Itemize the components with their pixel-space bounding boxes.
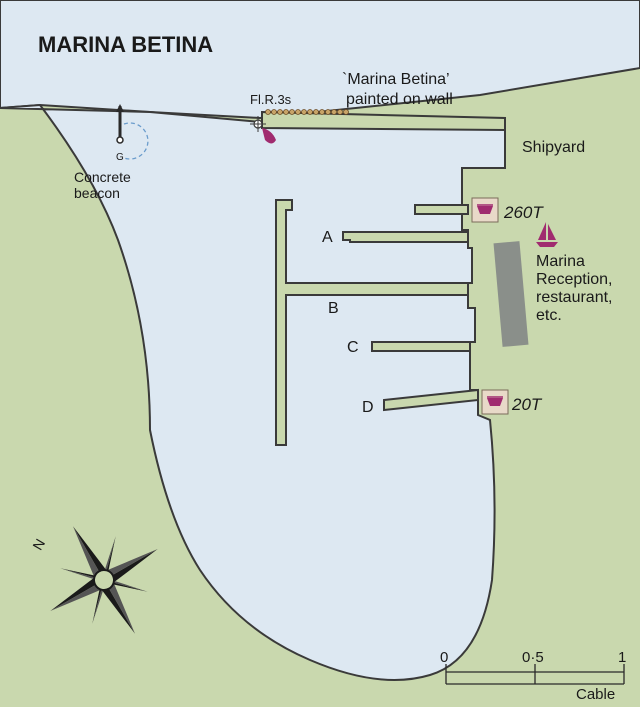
- pier-a-jetty: [342, 231, 469, 243]
- crane-260t-icon: [471, 197, 499, 223]
- breakwater-lights: [265, 109, 349, 115]
- crane-20t-icon: [481, 389, 509, 415]
- beacon-letter: G: [116, 152, 124, 163]
- marina-yacht-icon: [536, 222, 558, 247]
- pier-d-label: D: [362, 399, 374, 416]
- map-title: MARINA BETINA: [38, 32, 213, 57]
- crane-260t-label: 260T: [503, 203, 544, 222]
- reception-building: [493, 241, 529, 347]
- pier-c-label: C: [347, 339, 359, 356]
- beacon-label-line1: Concrete: [74, 169, 131, 185]
- scale-tick-half: 0·5: [522, 649, 544, 666]
- concrete-beacon-icon: [116, 104, 149, 160]
- reception-label-line2: Reception,: [536, 271, 613, 288]
- pier-b-label: B: [328, 300, 339, 317]
- reception-label-line3: restaurant,: [536, 289, 612, 306]
- scale-unit-label: Cable: [576, 686, 615, 703]
- beacon-label-line2: beacon: [74, 185, 120, 201]
- reception-label-line1: Marina: [536, 253, 585, 270]
- wall-label-line2: painted on wall: [346, 91, 453, 108]
- pier-d-jetty: [383, 388, 479, 412]
- scale-tick-1: 1: [618, 649, 626, 666]
- reception-label-line4: etc.: [536, 307, 562, 324]
- compass-rose: [50, 526, 158, 634]
- crane-20t-label: 20T: [511, 395, 543, 414]
- crane-jetty-upper: [414, 204, 469, 215]
- pier-a-label: A: [322, 229, 333, 246]
- mole-left: [275, 199, 469, 446]
- light-symbol: [250, 116, 276, 144]
- shipyard-label: Shipyard: [522, 139, 585, 156]
- pier-c-jetty: [371, 341, 471, 352]
- harbour-water: [0, 103, 506, 681]
- wall-label-line1: `Marina Betina’: [342, 71, 450, 88]
- scale-bar: [445, 664, 625, 685]
- scale-tick-0: 0: [440, 649, 448, 666]
- light-label: Fl.R.3s: [250, 92, 292, 107]
